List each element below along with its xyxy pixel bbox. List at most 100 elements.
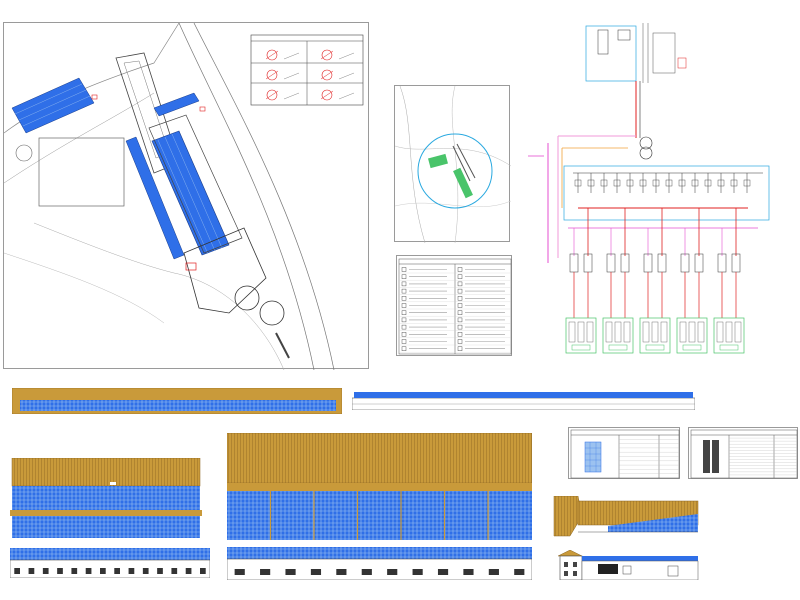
inverter-group	[602, 208, 634, 354]
facade-opening	[285, 569, 296, 575]
inverter-symbol	[694, 253, 704, 273]
terrain-line	[33, 222, 285, 370]
facade-opening	[514, 569, 525, 575]
spec-table-panel	[568, 427, 680, 479]
terrain-line	[4, 252, 165, 324]
inverter-drawing	[703, 440, 710, 473]
inverter-group	[676, 208, 708, 354]
facade-opening	[234, 569, 245, 575]
elevation-block-center	[227, 433, 532, 540]
facade-opening	[387, 569, 398, 575]
pv-string-box	[713, 317, 745, 354]
pv-module-drawing	[584, 441, 602, 473]
facade-opening	[114, 568, 120, 574]
elevation-block-left	[10, 458, 202, 538]
inverter-symbol	[731, 253, 741, 273]
green-area	[428, 153, 448, 169]
breaker-symbol	[665, 179, 673, 187]
building-footprint	[148, 114, 243, 254]
elevation-long-a	[12, 388, 342, 414]
pv-panel-row	[20, 400, 336, 411]
breaker-symbol	[704, 179, 712, 187]
site-plan-sheet	[3, 22, 369, 370]
label-marker-red	[199, 106, 206, 112]
water-tank	[259, 300, 285, 326]
single-line-diagram	[528, 23, 770, 354]
inverter-symbol	[620, 253, 630, 273]
facade-opening	[85, 568, 92, 574]
pv-array-northwest	[11, 77, 95, 134]
legend-icon	[457, 288, 463, 294]
orientation-table	[250, 34, 364, 106]
pv-array-central	[151, 130, 230, 256]
breaker-symbol	[587, 179, 595, 187]
inverter-symbol	[583, 253, 593, 273]
legend-icon	[457, 332, 463, 337]
legend-icon	[457, 310, 463, 315]
breaker-symbol	[613, 179, 621, 187]
facade-opening	[260, 569, 271, 575]
legend-icon	[401, 346, 407, 351]
inverter-symbol	[657, 253, 667, 273]
pv-panel-row	[608, 514, 698, 532]
legend-icon	[401, 324, 407, 330]
legend-icon	[401, 281, 407, 287]
facade-opening	[142, 568, 149, 574]
meter-box	[585, 25, 637, 82]
pv-array-long-west	[125, 136, 185, 260]
sports-field	[38, 137, 125, 207]
facade-opening	[361, 569, 372, 575]
facade-opening	[14, 568, 20, 574]
pv-array-northeast	[153, 92, 200, 117]
pv-panel-row	[12, 486, 200, 510]
legend-icon	[401, 296, 407, 301]
facade-opening	[437, 569, 449, 575]
site-highlight-circle	[417, 133, 493, 209]
breaker-symbol	[574, 179, 582, 187]
facade-opening	[336, 569, 347, 575]
legend-icon	[457, 324, 463, 330]
elevation-block-right	[548, 496, 700, 541]
site-plan-drawing	[4, 23, 364, 370]
inverter-group	[639, 208, 671, 354]
facade-opening	[57, 568, 63, 574]
inverter-symbol	[717, 253, 727, 273]
legend-icon	[457, 346, 463, 351]
pv-string-box	[602, 317, 634, 354]
facade-opening	[171, 568, 178, 574]
legend-sheet	[396, 255, 512, 356]
legend-icon	[457, 317, 463, 323]
location-map-sheet	[394, 85, 511, 243]
facade-right	[548, 550, 700, 580]
pv-string-box	[639, 317, 671, 354]
facade-left	[10, 548, 210, 578]
breaker-symbol	[743, 179, 751, 187]
legend-icon	[457, 296, 463, 301]
inverter-symbol	[569, 253, 579, 273]
facade-opening	[412, 569, 423, 575]
breaker-symbol	[678, 179, 686, 187]
breaker-symbol	[652, 179, 660, 187]
small-tank	[15, 144, 33, 162]
pv-string-box	[676, 317, 708, 354]
facade-center	[227, 547, 532, 580]
pv-panel-row	[12, 516, 200, 538]
transformer-symbol	[639, 136, 653, 150]
pv-panel-row	[354, 392, 693, 398]
terrain-line	[193, 23, 335, 370]
pv-panel-row	[582, 556, 698, 561]
legend-icon	[401, 332, 407, 337]
legend-icon	[401, 303, 407, 308]
label-marker-red	[91, 94, 98, 100]
facade-opening	[310, 569, 322, 575]
legend-icon	[401, 274, 407, 279]
legend-icon	[401, 267, 407, 272]
facade-opening	[463, 569, 474, 575]
legend-icon	[401, 288, 407, 294]
inverter-group	[565, 208, 597, 354]
breaker-symbol	[730, 179, 738, 187]
electrical-diagram-sheet	[518, 18, 788, 363]
inverter-symbol	[680, 253, 690, 273]
road-line	[4, 92, 155, 184]
facade-opening	[488, 569, 499, 575]
